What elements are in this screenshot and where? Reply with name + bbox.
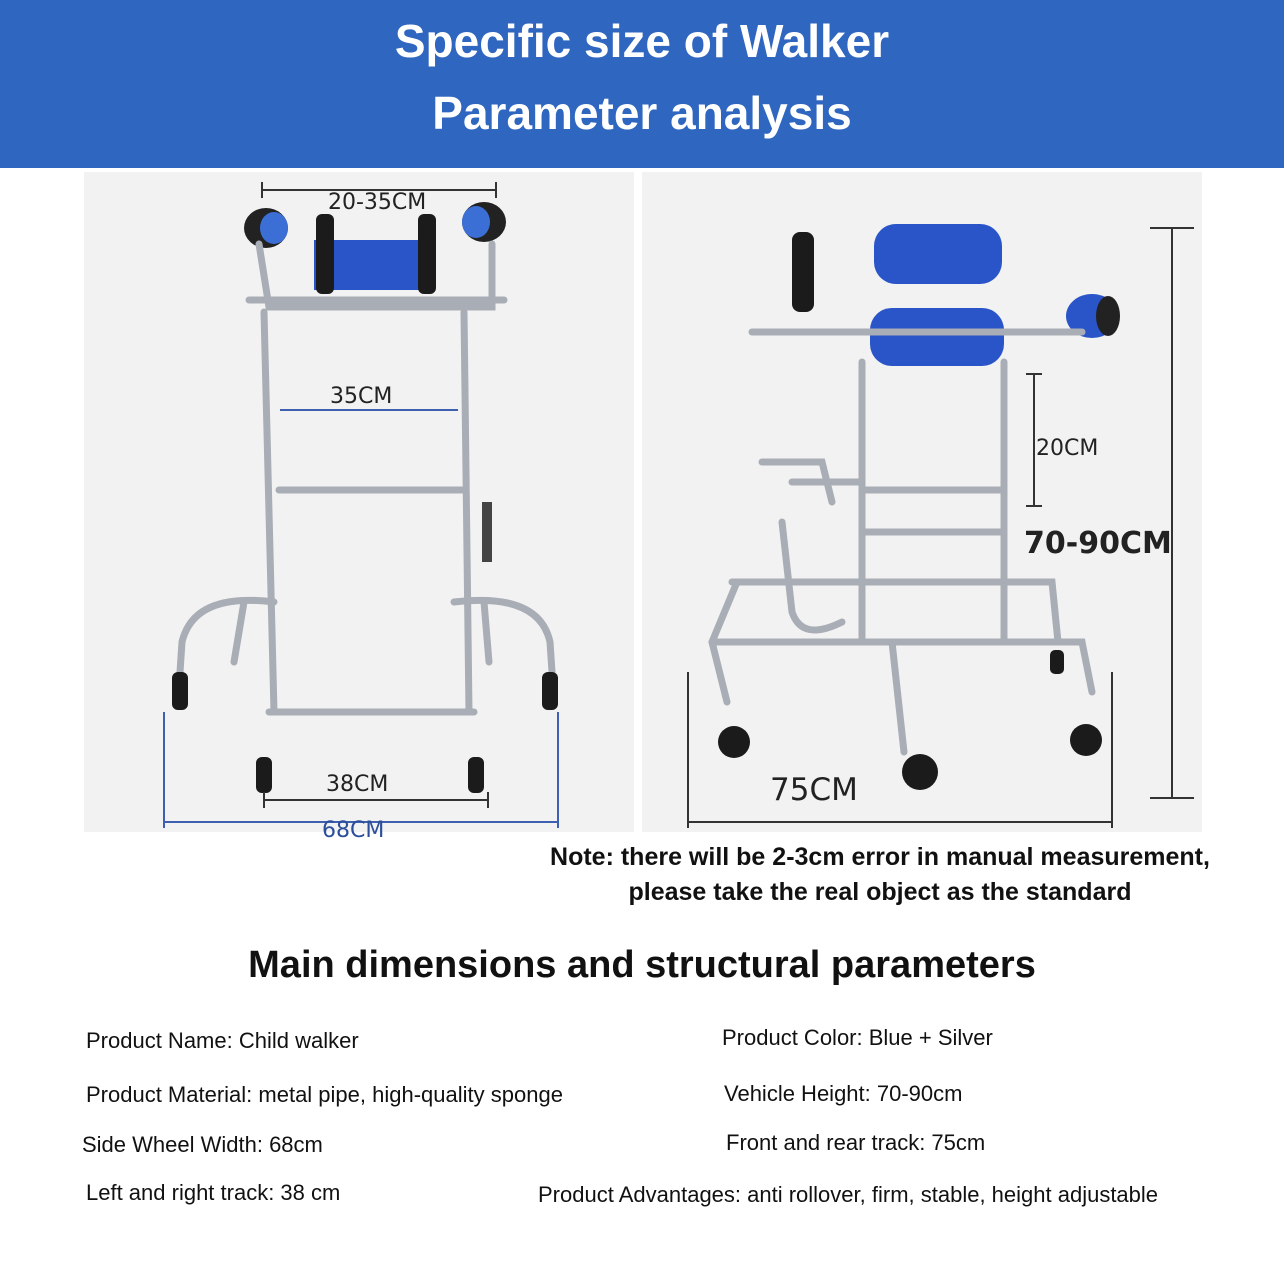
spec-left-right-track: Left and right track: 38 cm bbox=[86, 1180, 341, 1205]
specs-title: Main dimensions and structural parameter… bbox=[248, 944, 1036, 986]
front-view-panel: 20-35CM 35CM 38CM 68CM bbox=[84, 172, 634, 843]
spec-product-color: Product Color: Blue + Silver bbox=[722, 1025, 993, 1050]
dimension-left-right-track: 38CM bbox=[326, 772, 389, 797]
spec-front-rear-track: Front and rear track: 75cm bbox=[726, 1130, 986, 1155]
spec-product-material: Product Material: metal pipe, high-quali… bbox=[86, 1082, 563, 1107]
walker-front-illustration bbox=[163, 182, 559, 828]
dimension-seat-height: 20CM bbox=[1036, 436, 1099, 461]
dimension-inner-width: 35CM bbox=[330, 384, 393, 409]
spec-product-name: Product Name: Child walker bbox=[86, 1028, 359, 1053]
dimension-side-wheel-width: 68CM bbox=[322, 818, 385, 843]
spec-product-advantages: Product Advantages: anti rollover, firm,… bbox=[538, 1182, 1159, 1207]
header-title-line1: Specific size of Walker bbox=[394, 15, 890, 67]
measurement-note-line2: please take the real object as the stand… bbox=[628, 878, 1132, 906]
measurement-note-line1: Note: there will be 2-3cm error in manua… bbox=[550, 843, 1210, 871]
spec-vehicle-height: Vehicle Height: 70-90cm bbox=[724, 1081, 963, 1106]
armrest-rollers bbox=[244, 202, 506, 248]
dimension-top-width: 20-35CM bbox=[328, 190, 427, 215]
dimension-front-rear-track: 75CM bbox=[770, 772, 858, 808]
header-title-line2: Parameter analysis bbox=[432, 87, 852, 139]
spec-side-wheel-width: Side Wheel Width: 68cm bbox=[82, 1132, 323, 1157]
dimension-overall-height: 70-90CM bbox=[1024, 526, 1172, 561]
side-view-panel: 20CM 70-90CM 75CM bbox=[642, 172, 1202, 832]
header-banner: Specific size of Walker Parameter analys… bbox=[0, 0, 1284, 168]
walker-side-illustration bbox=[687, 224, 1194, 828]
